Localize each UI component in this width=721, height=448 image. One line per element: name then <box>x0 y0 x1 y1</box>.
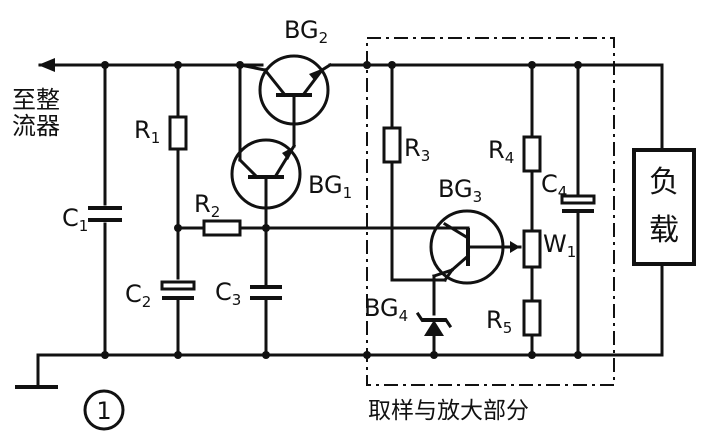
load-label-line1: 负 <box>649 165 679 200</box>
bg3-label: BG3 <box>438 175 482 206</box>
w1-label: W1 <box>543 230 576 261</box>
r4-label: R4 <box>488 136 514 167</box>
load-label-line2: 载 <box>649 213 679 248</box>
resistor-r3 <box>382 63 447 282</box>
bg2-label: BG2 <box>284 16 328 47</box>
junctions <box>101 61 582 359</box>
resistor-r1 <box>168 63 188 280</box>
c3-label: C3 <box>215 278 241 309</box>
svg-text:1: 1 <box>96 397 111 425</box>
r5-label: R5 <box>486 306 512 337</box>
input-label-line2: 流器 <box>12 112 60 140</box>
capacitor-c4 <box>560 63 596 357</box>
c1-label: C1 <box>62 204 88 235</box>
capacitor-c3 <box>250 208 282 357</box>
transistor-bg3 <box>429 209 522 316</box>
bottom-rail <box>15 353 664 389</box>
r1-label: R1 <box>134 116 160 147</box>
transistor-bg2 <box>238 54 333 126</box>
resistor-r5 <box>522 299 542 337</box>
section-caption: 取样与放大部分 <box>368 398 529 424</box>
r3-label: R3 <box>404 134 430 165</box>
capacitor-c2 <box>160 280 196 357</box>
resistor-r2 <box>176 219 462 237</box>
zener-bg4 <box>415 311 453 357</box>
c4-label: C4 <box>541 170 567 201</box>
resistor-r4 <box>522 135 542 173</box>
bg4-label: BG4 <box>364 294 408 325</box>
capacitor-c1 <box>88 63 122 357</box>
load-block <box>632 63 696 357</box>
transistor-bg1 <box>230 63 302 212</box>
potentiometer-w1 <box>522 229 542 269</box>
input-arrow-icon <box>38 58 55 72</box>
divider-chain <box>522 63 542 357</box>
figure-number: 1 <box>83 389 125 431</box>
top-rail <box>38 58 664 72</box>
bg1-label: BG1 <box>308 171 352 202</box>
input-label-line1: 至整 <box>12 86 60 114</box>
r2-label: R2 <box>194 190 220 221</box>
c2-label: C2 <box>125 280 151 311</box>
